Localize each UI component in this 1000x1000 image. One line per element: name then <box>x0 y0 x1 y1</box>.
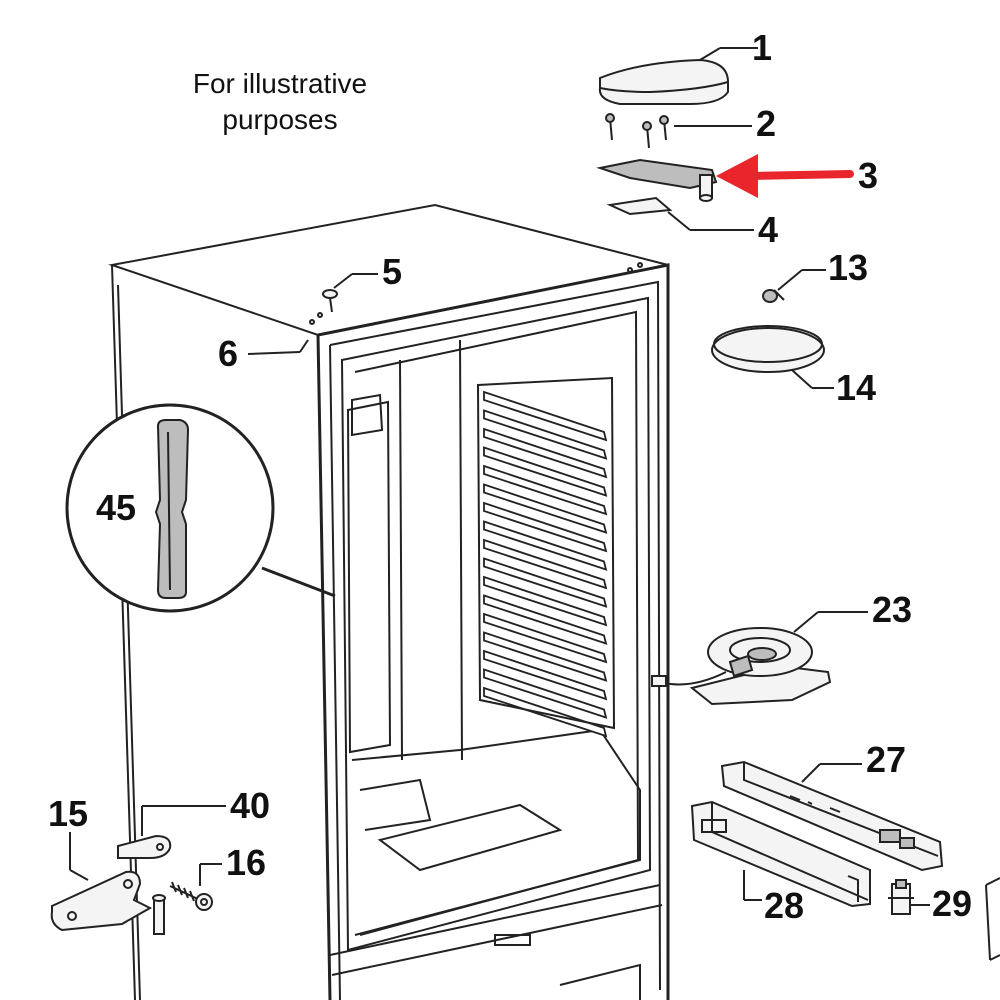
fan-motor-assembly <box>651 627 832 706</box>
evaporator-fin <box>483 668 608 719</box>
evaporator-fin <box>483 520 608 571</box>
callout-14: 14 <box>836 367 877 408</box>
door-switch <box>888 879 914 915</box>
evaporator-fin <box>483 557 608 608</box>
illustrative-note-line2: purposes <box>222 104 338 135</box>
evaporator-fin <box>483 538 608 590</box>
callout-6: 6 <box>218 333 239 374</box>
leader-line-1 <box>699 47 721 61</box>
hinge-screw <box>169 881 213 911</box>
evaporator-fin <box>483 409 608 460</box>
leader-line-15b <box>69 869 89 881</box>
leader-line-6 <box>247 351 301 355</box>
leader-line-6b <box>299 339 309 353</box>
evaporator-fin <box>483 594 608 645</box>
evaporator-fins <box>483 390 608 738</box>
callout-13: 13 <box>828 247 869 288</box>
highlight-arrow-head <box>716 154 758 198</box>
refrigerator-cabinet <box>108 203 670 1000</box>
hinge-screws <box>605 113 669 149</box>
callout-29: 29 <box>932 883 973 924</box>
evaporator-fin <box>483 446 608 497</box>
control-panel <box>690 800 871 908</box>
illustrative-note: For illustrative purposes <box>150 66 410 138</box>
leader-line-14 <box>791 369 813 389</box>
illustrative-note-line1: For illustrative <box>192 68 368 99</box>
bottom-hinge-bushing <box>117 834 172 859</box>
callout-28: 28 <box>764 885 805 926</box>
callout-15: 15 <box>48 793 89 834</box>
evaporator-fin <box>483 649 608 701</box>
partial-part-edge <box>985 877 1000 961</box>
top-plug <box>322 289 338 313</box>
lamp-cover <box>711 325 825 373</box>
callout-27: 27 <box>866 739 907 780</box>
callout-45: 45 <box>96 487 137 528</box>
leader-line-27 <box>801 763 821 783</box>
leader-line-4 <box>667 211 691 231</box>
leader-line-5 <box>333 273 353 289</box>
control-housing <box>720 760 944 872</box>
evaporator-fin <box>483 483 608 534</box>
evaporator-fin <box>483 575 608 627</box>
callout-40: 40 <box>230 785 271 826</box>
bottom-hinge <box>50 870 166 935</box>
evaporator-fin <box>483 390 608 442</box>
lamp-bulb <box>762 289 785 303</box>
hinge-cover <box>598 58 729 105</box>
callout-2: 2 <box>756 103 777 144</box>
callout-16: 16 <box>226 842 267 883</box>
evaporator-fin <box>483 501 608 553</box>
callout-3: 3 <box>858 155 879 196</box>
callout-5: 5 <box>382 251 403 292</box>
evaporator-back-plate <box>476 376 616 730</box>
top-hinge <box>596 158 718 202</box>
callout-4: 4 <box>758 209 779 250</box>
callout-23: 23 <box>872 589 913 630</box>
hinge-shim <box>606 196 673 216</box>
evaporator-fin <box>483 464 608 516</box>
callout-1: 1 <box>752 27 773 68</box>
leader-line-13 <box>777 269 803 291</box>
highlight-arrow <box>748 170 854 180</box>
evaporator-fin <box>483 686 608 738</box>
evaporator-fin <box>483 612 608 664</box>
detail-magnifier <box>65 403 336 613</box>
evaporator-fin <box>483 631 608 682</box>
evaporator-fin <box>483 427 608 479</box>
leader-line-23 <box>793 611 819 633</box>
